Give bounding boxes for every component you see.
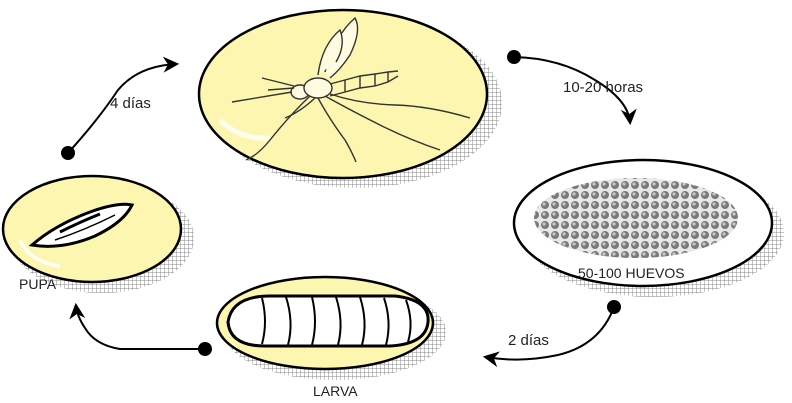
stage-label-larva: LARVA: [313, 384, 358, 398]
stage-label-pupa: PUPA: [19, 277, 56, 291]
transition-label-adult-to-eggs: 10-20 horas: [563, 80, 643, 95]
stage-larva: [217, 277, 446, 380]
arrow-larva-to-pupa: [76, 306, 212, 356]
arrow-eggs-to-larva: [486, 300, 621, 360]
transition-label-pupa-to-adult: 4 días: [110, 96, 151, 111]
transition-label-eggs-to-larva: 2 días: [508, 333, 549, 348]
eggs-cluster: [534, 178, 738, 258]
arrow-pupa-to-adult: [61, 64, 176, 160]
stage-adult: [199, 10, 502, 188]
larva-illustration: [228, 296, 428, 346]
stage-label-eggs: 50-100 HUEVOS: [578, 266, 685, 280]
